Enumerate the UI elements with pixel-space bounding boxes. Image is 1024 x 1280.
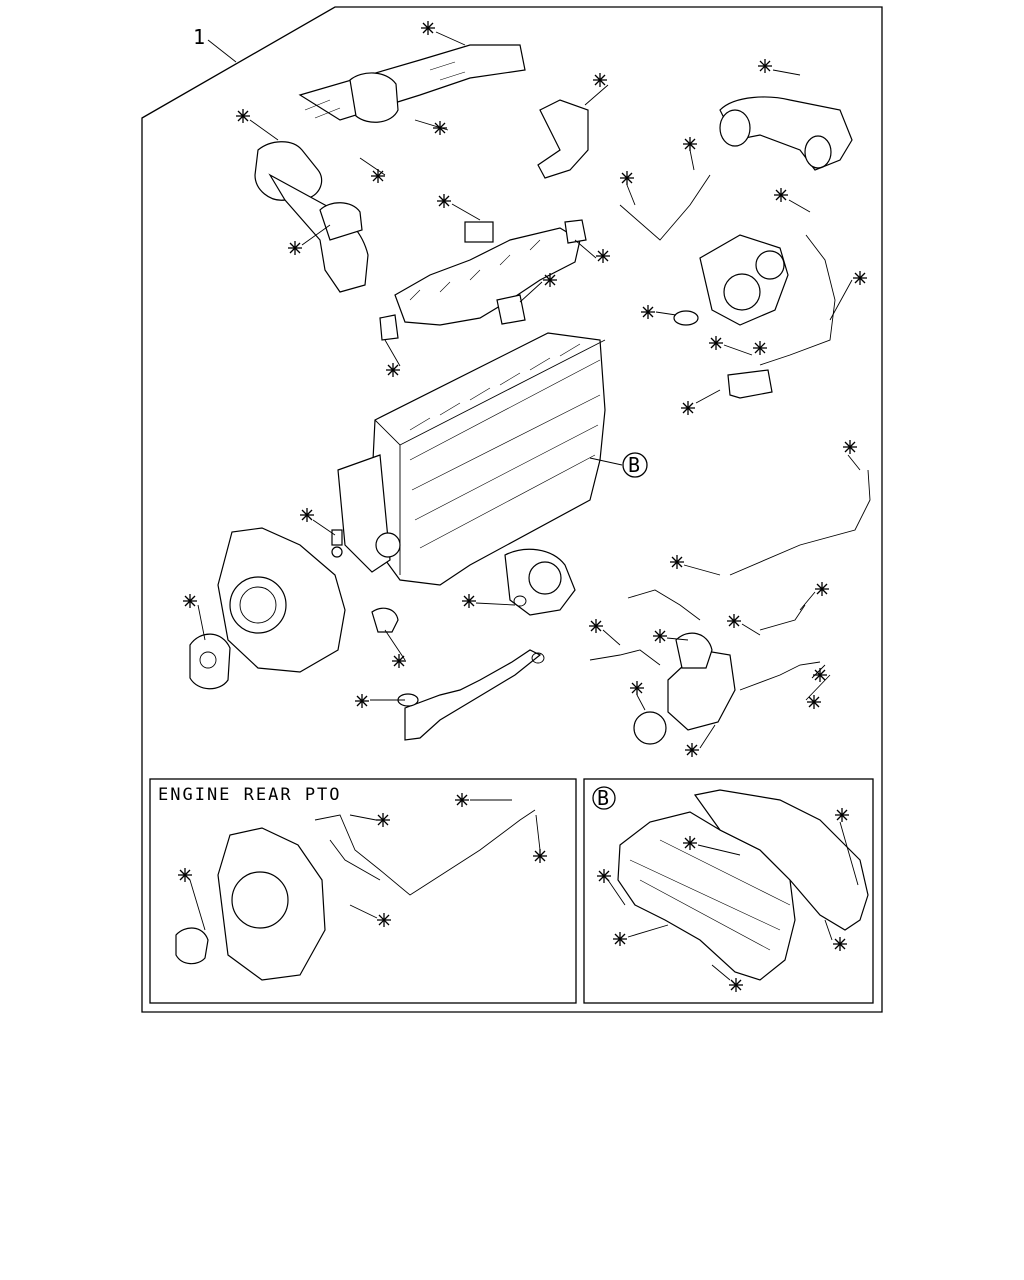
main-frame	[141, 6, 883, 1013]
oil-pipe-assembly	[397, 595, 545, 741]
callout-b-label: B	[628, 453, 640, 477]
callout-1-label: 1	[193, 25, 205, 49]
exhaust-manifold	[379, 219, 587, 341]
egr-pipe-assembly	[254, 44, 853, 293]
callout-b: B	[589, 452, 648, 478]
leader-lines	[197, 31, 861, 749]
callout-1: 1	[193, 25, 237, 63]
inset-left-title: ENGINE REAR PTO	[158, 785, 342, 805]
fuel-pump-assembly	[589, 469, 871, 745]
inset-engine-rear-pto: ENGINE REAR PTO	[149, 778, 577, 1004]
turbocharger-assembly	[619, 174, 836, 399]
engine-block	[337, 332, 606, 616]
inset-right-label: B	[597, 786, 609, 810]
inset-b-intake-manifold: B	[583, 778, 874, 1004]
flywheel-housing	[189, 527, 399, 690]
